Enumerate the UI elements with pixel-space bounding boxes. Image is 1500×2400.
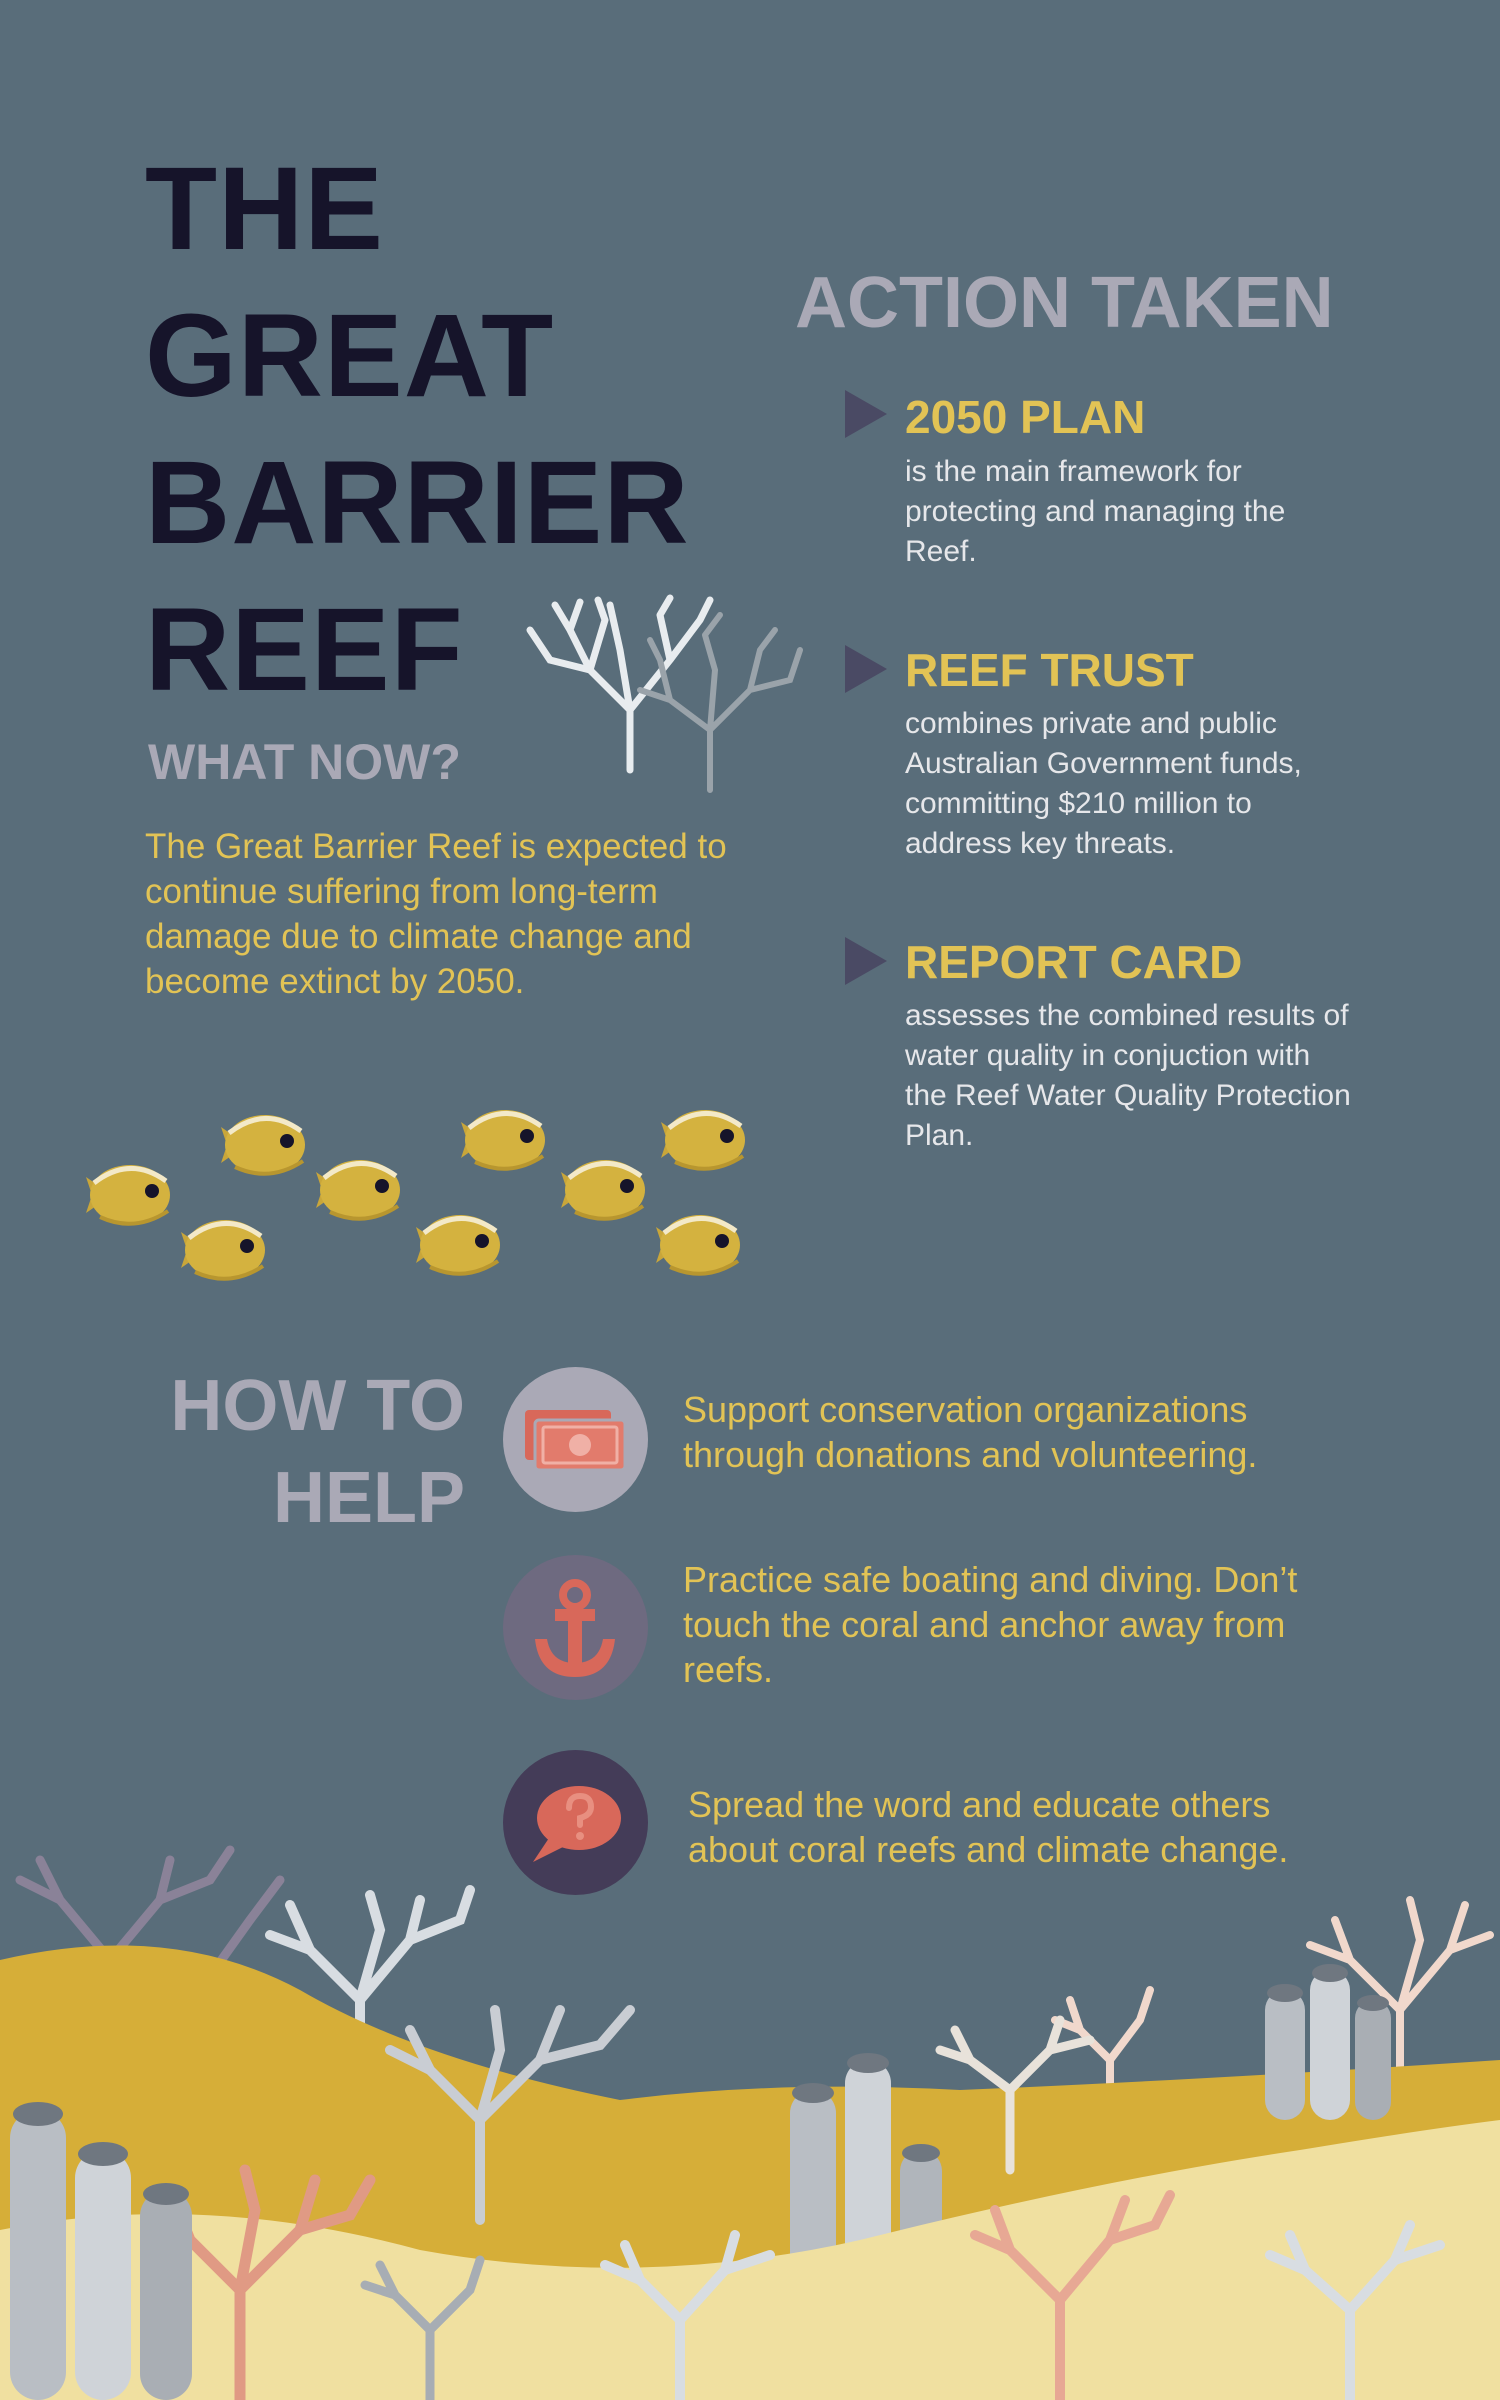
pink-coral-front-left <box>144 2164 376 2400</box>
action-item-desc-1: is the main framework for protecting and… <box>905 455 1286 568</box>
pink-coral-right <box>1051 1896 1494 2124</box>
action-item-desc-2: combines private and public Australian G… <box>905 707 1302 860</box>
help-heading-line-1: HOW TO <box>170 1366 465 1446</box>
intro-paragraph: The Great Barrier Reef is expected to co… <box>145 827 727 1001</box>
title-line-3: BARRIER <box>145 437 690 569</box>
help-text-2: Practice safe boating and diving. Don’t … <box>683 1559 1298 1690</box>
fish-1 <box>86 1165 170 1225</box>
fish-7 <box>561 1160 645 1220</box>
subtitle: WHAT NOW? <box>148 734 461 790</box>
fish-3 <box>181 1220 265 1280</box>
fish-4 <box>316 1160 400 1220</box>
tube-sponges-right <box>1265 1964 1391 2120</box>
white-coral-front <box>600 2220 1445 2400</box>
help-heading-line-2: HELP <box>272 1458 465 1538</box>
sand-dune-back <box>0 1945 1500 2400</box>
action-item-title-2: REEF TRUST <box>905 644 1194 696</box>
white-coral-1 <box>265 1885 475 2105</box>
how-to-help-heading: HOW TO HELP <box>135 1360 465 1544</box>
money-icon <box>525 1410 627 1472</box>
fish-5 <box>461 1110 545 1170</box>
gray-coral-mid <box>385 2005 635 2225</box>
action-item-title-3: REPORT CARD <box>905 936 1243 988</box>
fish-9 <box>656 1215 740 1275</box>
title-coral-icon <box>526 594 803 793</box>
tube-sponges-center <box>790 2053 942 2290</box>
action-item-desc-3: assesses the combined results of water q… <box>905 999 1351 1152</box>
title-line-4: REEF <box>145 584 464 716</box>
sand-dune-front <box>0 2120 1500 2400</box>
pink-coral-front-right <box>970 2190 1175 2400</box>
help-text-3: Spread the word and educate others about… <box>688 1784 1289 1870</box>
help-icon-circle-2 <box>503 1555 648 1700</box>
help-icon-circle-1 <box>503 1367 648 1512</box>
speech-bubble-icon <box>533 1786 621 1862</box>
fish-2 <box>221 1115 305 1175</box>
action-item-title-1: 2050 PLAN <box>905 391 1146 443</box>
tube-sponges-left <box>10 2102 192 2400</box>
help-text-1: Support conservation organizations throu… <box>683 1389 1258 1475</box>
back-coral-left <box>15 1845 285 2065</box>
fish-6 <box>416 1215 500 1275</box>
help-icon-circle-3 <box>503 1750 648 1895</box>
title-line-1: THE <box>145 143 384 275</box>
gray-coral-front <box>360 2255 485 2400</box>
arrow-bullet-icon <box>845 937 887 985</box>
anchor-icon <box>535 1579 615 1677</box>
fish-8 <box>661 1110 745 1170</box>
fish-school <box>60 1090 800 1290</box>
arrow-bullet-icon <box>845 390 887 438</box>
title-line-2: GREAT <box>145 290 555 422</box>
arrow-bullet-icon <box>845 645 887 693</box>
white-coral-2 <box>935 2015 1095 2175</box>
action-taken-heading: ACTION TAKEN <box>795 263 1334 343</box>
